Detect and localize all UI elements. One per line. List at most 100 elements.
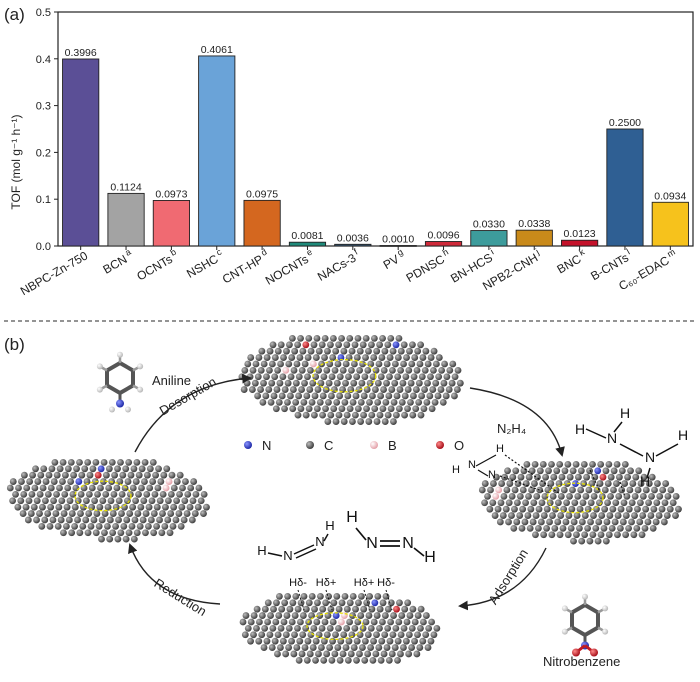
carbon-atom — [358, 379, 366, 387]
legend-label: B — [388, 438, 397, 453]
carbon-atom — [387, 405, 395, 413]
carbon-atom — [14, 503, 22, 511]
carbon-atom — [85, 510, 93, 517]
carbon-atom — [408, 644, 416, 651]
carbon-atom — [445, 386, 453, 393]
carbon-atom — [638, 531, 646, 539]
carbon-atom — [339, 366, 347, 374]
carbon-atom — [108, 458, 116, 466]
hydrogen-atom — [117, 351, 123, 358]
carbon-atom — [296, 637, 304, 645]
carbon-atom — [535, 505, 543, 513]
carbon-atom — [662, 480, 670, 487]
category-label: NBPC-Zn-750 — [18, 248, 91, 298]
carbon-atom — [282, 631, 290, 639]
carbon-atom — [314, 386, 322, 393]
carbon-atom — [389, 366, 396, 374]
carbon-atom — [273, 386, 281, 393]
carbon-atom — [307, 366, 314, 374]
oxygen-atom — [302, 341, 310, 349]
carbon-atom — [175, 510, 183, 517]
carbon-atom — [360, 411, 367, 419]
carbon-atom — [60, 510, 68, 517]
arrow-adsorption — [458, 547, 547, 611]
carbon-atom — [257, 386, 264, 393]
carbon-atom — [307, 631, 315, 639]
carbon-atom — [20, 471, 28, 479]
carbon-atom — [611, 518, 619, 526]
category-superscript: k — [577, 246, 586, 257]
carbon-atom — [255, 637, 263, 645]
carbon-atom — [527, 505, 535, 513]
carbon-atom — [156, 497, 164, 505]
carbon-atom — [301, 360, 309, 368]
carbon-atom — [67, 478, 75, 485]
carbon-atom — [544, 486, 552, 494]
carbon-atom — [300, 592, 308, 600]
carbon-atom — [414, 631, 421, 639]
carbon-atom — [194, 503, 202, 511]
carbon-atom — [563, 480, 571, 487]
bar — [606, 128, 644, 247]
carbon-atom — [672, 492, 680, 500]
carbon-atom — [403, 618, 411, 626]
carbon-atom — [379, 334, 386, 342]
carbon-atom — [372, 366, 380, 374]
carbon-atom — [86, 471, 94, 479]
bar — [107, 192, 145, 247]
carbon-atom — [400, 341, 408, 349]
carbon-atom — [405, 650, 413, 658]
carbon-atom — [72, 484, 80, 492]
carbon-atom — [602, 467, 610, 475]
carbon-atom — [315, 366, 323, 374]
carbon-atom — [322, 386, 330, 393]
step-adsorption: Adsorption — [485, 546, 531, 607]
carbon-atom — [547, 480, 555, 487]
carbon-atom — [420, 618, 427, 626]
y-tick-label: 0.5 — [36, 7, 51, 19]
carbon-atom — [33, 516, 40, 524]
carbon-atom — [396, 386, 404, 393]
carbon-atom — [100, 458, 108, 466]
carbon-atom — [345, 637, 353, 645]
carbon-atom — [576, 505, 584, 513]
catalyst-sheet-left — [6, 458, 210, 543]
carbon-atom — [102, 471, 110, 479]
carbon-atom — [424, 379, 431, 387]
carbon-atom — [587, 499, 595, 507]
nitrobenzene-molecule-icon — [561, 593, 609, 657]
carbon-atom — [539, 480, 547, 487]
carbon-atom — [53, 490, 60, 498]
carbon-atom — [100, 478, 107, 485]
carbon-atom — [48, 465, 56, 473]
carbon-atom — [438, 366, 446, 374]
carbon-atom — [288, 354, 296, 361]
carbon-atom — [658, 505, 666, 513]
carbon-atom — [593, 486, 601, 494]
carbon-atom — [367, 624, 375, 632]
interaction-dashed — [385, 589, 393, 611]
bond-line — [323, 533, 329, 542]
carbon-atom — [261, 624, 269, 632]
carbon-atom — [525, 473, 533, 481]
boron-atom — [338, 618, 345, 626]
carbon-atom — [394, 354, 402, 361]
carbon-atom — [521, 518, 529, 526]
carbon-atom — [127, 471, 135, 479]
carbon-atom — [42, 478, 50, 485]
carbon-atom — [343, 411, 351, 419]
carbon-atom — [420, 405, 428, 413]
surface-hydrogen-labels: Hδ-Hδ+Hδ+Hδ- — [289, 577, 395, 611]
bond-line — [655, 443, 679, 457]
carbon-atom — [110, 490, 118, 498]
carbon-atom — [625, 524, 633, 532]
carbon-atom — [290, 650, 298, 658]
carbon-atom — [315, 650, 322, 658]
carbon-atom — [386, 637, 394, 645]
carbon-atom — [401, 392, 409, 400]
carbon-atom — [388, 650, 396, 658]
carbon-atom — [248, 386, 256, 393]
